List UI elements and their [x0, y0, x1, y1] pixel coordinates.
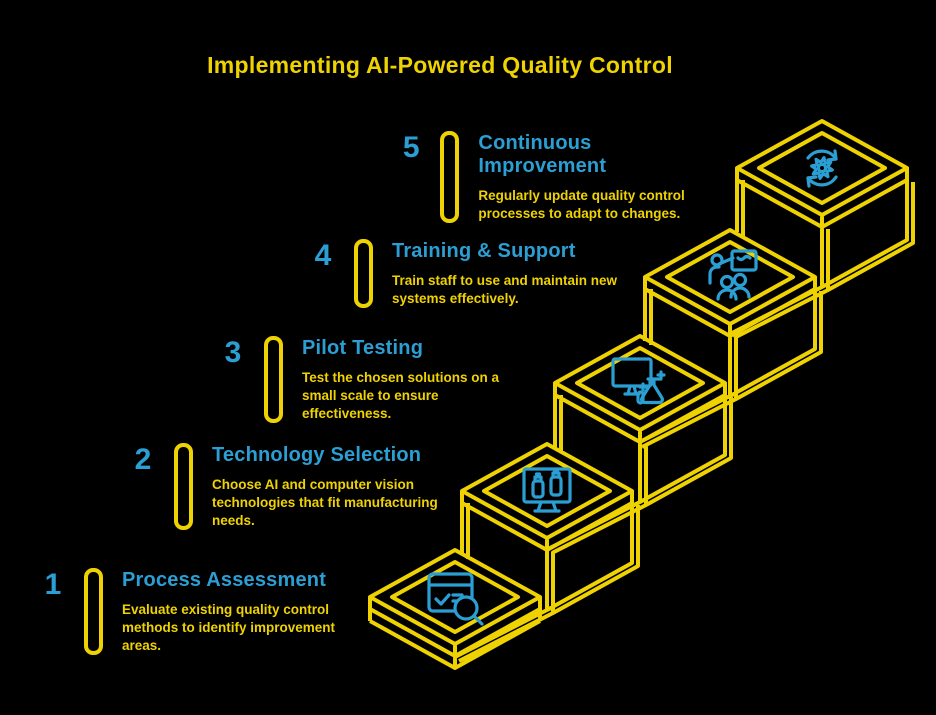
step-item-2: 2 Technology Selection Choose AI and com… [123, 443, 453, 530]
step-number: 3 [224, 336, 242, 369]
step-marker-bar [354, 239, 373, 308]
step-item-1: 1 Process Assessment Evaluate existing q… [33, 568, 363, 655]
step-description: Test the chosen solutions on a small sca… [302, 370, 500, 421]
step-description: Evaluate existing quality control method… [122, 602, 336, 653]
step-item-4: 4 Training & Support Train staff to use … [303, 239, 633, 308]
step-marker-bar [174, 443, 193, 530]
step-number: 1 [44, 568, 62, 601]
monitor-flask-icon [611, 357, 666, 405]
step-title: Pilot Testing [302, 337, 424, 359]
computer-vision-monitor-icon [522, 467, 572, 513]
step-number: 4 [314, 239, 332, 272]
refresh-gear-icon [806, 149, 838, 188]
step-marker-bar [264, 336, 283, 423]
page-title: Implementing AI-Powered Quality Control [207, 52, 673, 78]
step-marker-bar [84, 568, 103, 655]
step-marker-bar [440, 131, 460, 223]
step-title: Technology Selection [212, 444, 422, 466]
assessment-search-icon [427, 572, 484, 626]
staircase-outline [368, 119, 915, 670]
step-title: Continuous Improvement [478, 132, 607, 177]
step-description: Choose AI and computer vision technologi… [212, 477, 438, 528]
step-description: Train staff to use and maintain new syst… [392, 273, 618, 306]
step-number: 5 [402, 131, 420, 164]
step-item-3: 3 Pilot Testing Test the chosen solution… [213, 336, 513, 423]
step-title: Process Assessment [122, 569, 327, 591]
step-item-5: 5 Continuous Improvement Regularly updat… [393, 131, 703, 223]
step-title: Training & Support [392, 240, 576, 262]
step-number: 2 [134, 443, 152, 476]
step-description: Regularly update quality control process… [478, 188, 685, 221]
trainer-board-icon [708, 249, 758, 301]
